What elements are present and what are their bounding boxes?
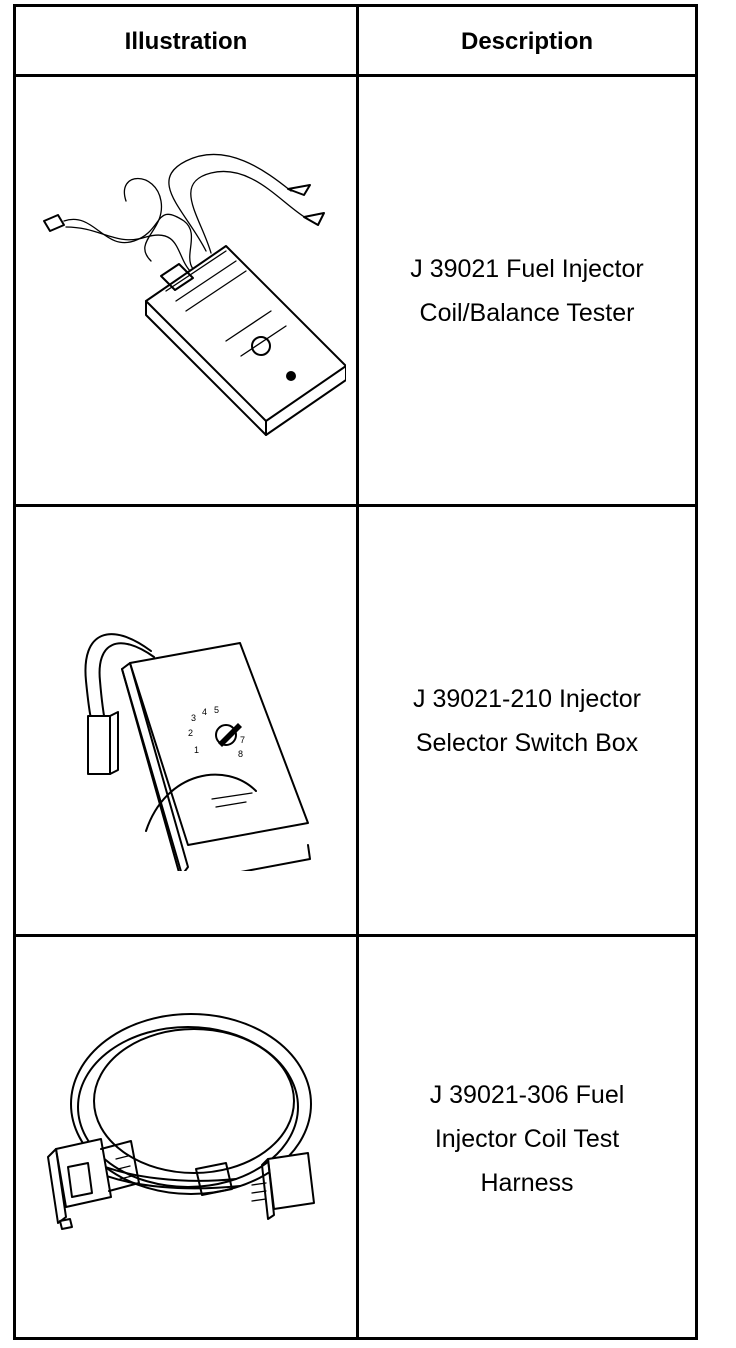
header-description: Description	[460, 28, 594, 55]
svg-text:2: 2	[188, 728, 193, 738]
table-row-2-illustration: 3 4 5 2 1 7 8	[16, 507, 356, 934]
table-row-1-description: J 39021 Fuel Injector Coil/Balance Teste…	[359, 77, 695, 504]
svg-text:3: 3	[191, 713, 196, 723]
description-line: Selector Switch Box	[415, 728, 639, 757]
svg-text:4: 4	[202, 707, 207, 717]
fuel-injector-tester-illustration	[43, 153, 346, 436]
svg-text:8: 8	[238, 749, 243, 759]
description-line: J 39021 Fuel Injector	[410, 254, 644, 283]
tools-table: Illustration Description J 3902	[13, 4, 698, 1340]
table-row-2-description: J 39021-210 Injector Selector Switch Box	[359, 507, 695, 934]
svg-text:1: 1	[194, 745, 199, 755]
svg-text:5: 5	[214, 705, 219, 715]
row-divider	[16, 504, 695, 507]
svg-text:7: 7	[240, 735, 245, 745]
description-line: Harness	[480, 1168, 574, 1197]
row-divider	[16, 934, 695, 937]
table-row-3-description: J 39021-306 Fuel Injector Coil Test Harn…	[359, 937, 695, 1340]
description-line: J 39021-306 Fuel	[429, 1080, 625, 1109]
description-line: J 39021-210 Injector	[413, 684, 641, 713]
table-row-3-illustration	[16, 937, 356, 1340]
column-divider	[356, 7, 359, 1337]
header-illustration: Illustration	[124, 28, 248, 55]
description-line: Injector Coil Test	[434, 1124, 620, 1153]
selector-switch-box-illustration: 3 4 5 2 1 7 8	[84, 632, 311, 871]
description-line: Coil/Balance Tester	[419, 298, 635, 327]
header-divider	[16, 74, 695, 77]
coil-test-harness-illustration	[47, 1012, 315, 1230]
table-row-1-illustration	[16, 77, 356, 504]
